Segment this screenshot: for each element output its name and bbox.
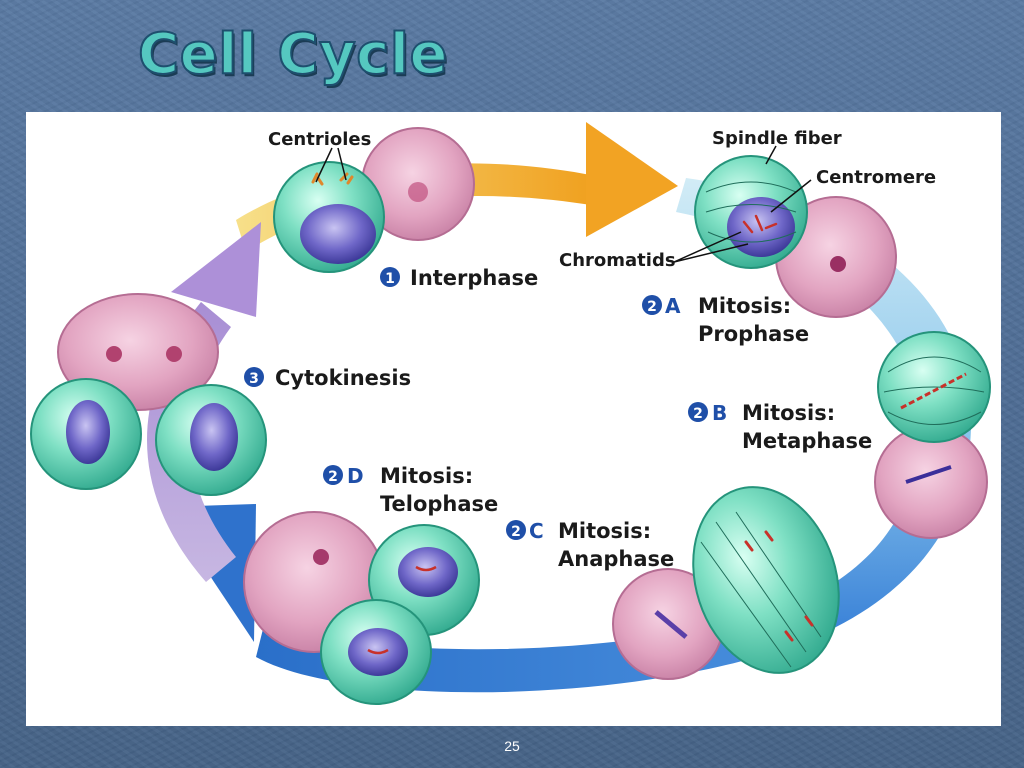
- anaphase-illustration: [612, 486, 840, 680]
- svg-text:2: 2: [328, 469, 338, 485]
- centrioles-leader: [315, 147, 347, 183]
- chromatids-leader: [673, 231, 749, 263]
- phase-badge-3: [244, 367, 264, 387]
- phase-badge-2c: [506, 520, 526, 540]
- phase-label-interphase: 1 Interphase: [380, 266, 538, 290]
- slide-title: Cell Cycle: [137, 21, 448, 88]
- svg-text:Prophase: Prophase: [698, 322, 809, 346]
- svg-text:Mitosis:: Mitosis:: [558, 519, 651, 543]
- phase-badge-2a: [642, 295, 662, 315]
- metaphase-plate-photo: [905, 465, 952, 484]
- svg-text:B: B: [712, 401, 727, 425]
- arrow-head-top: [586, 122, 678, 237]
- phase-label-telophase: 2 D Mitosis: Telophase: [323, 464, 498, 516]
- diagram-panel: Centrioles Spindle fiber Centromere Chro…: [26, 112, 1001, 726]
- phase-badge-1: [380, 267, 400, 287]
- svg-text:Mitosis:: Mitosis:: [698, 294, 791, 318]
- prophase-illustration: [694, 155, 897, 318]
- phase-badge-2d: [323, 465, 343, 485]
- svg-text:2: 2: [693, 406, 703, 422]
- phase-label-cytokinesis: 3 Cytokinesis: [244, 366, 411, 390]
- metaphase-chromosomes: [900, 372, 967, 410]
- svg-text:Interphase: Interphase: [410, 266, 538, 290]
- metaphase-spindle-fibers: [883, 356, 985, 425]
- svg-text:Telophase: Telophase: [380, 492, 498, 516]
- svg-text:3: 3: [249, 371, 259, 387]
- prophase-chromatids: [742, 214, 778, 234]
- svg-text:Mitosis:: Mitosis:: [380, 464, 473, 488]
- label-leader-lines: [315, 145, 812, 263]
- anaphase-chromatids: [744, 530, 814, 642]
- anaphase-chromosomes-photo: [654, 610, 688, 639]
- phase-label-anaphase: 2 C Mitosis: Anaphase: [506, 519, 674, 571]
- svg-text:Anaphase: Anaphase: [558, 547, 674, 571]
- telophase-nucleus-upper: [398, 547, 458, 597]
- telophase-illustration: [243, 511, 480, 705]
- phase-badge-2b: [688, 402, 708, 422]
- arrow-head-left: [171, 222, 261, 317]
- centrioles-marks: [311, 172, 354, 186]
- cytokinesis-nucleus-right: [190, 403, 238, 471]
- interphase-illustration: [273, 127, 475, 273]
- phase-label-prophase: 2 A Mitosis: Prophase: [642, 294, 809, 346]
- telophase-chromosomes: [367, 565, 437, 655]
- svg-text:2: 2: [647, 299, 657, 315]
- label-spindle-fiber: Spindle fiber: [712, 128, 842, 149]
- cytokinesis-nucleus-left: [66, 400, 110, 464]
- svg-text:1: 1: [385, 271, 395, 287]
- label-chromatids: Chromatids: [559, 250, 676, 271]
- page-number: 25: [504, 738, 520, 754]
- svg-text:D: D: [347, 464, 364, 488]
- spindle-fiber-leader: [765, 145, 777, 165]
- prophase-spindle-fibers: [705, 181, 797, 243]
- label-centromere: Centromere: [816, 167, 936, 188]
- svg-text:C: C: [529, 519, 544, 543]
- svg-text:Mitosis:: Mitosis:: [742, 401, 835, 425]
- cytokinesis-illustration: [30, 293, 267, 496]
- centromere-leader: [770, 179, 812, 213]
- metaphase-illustration: [874, 331, 991, 539]
- label-centrioles: Centrioles: [268, 129, 371, 150]
- anaphase-cell: [692, 486, 840, 674]
- phase-label-metaphase: 2 B Mitosis: Metaphase: [688, 401, 872, 453]
- cell-cycle-diagram: Centrioles Spindle fiber Centromere Chro…: [30, 122, 991, 705]
- svg-text:A: A: [665, 294, 681, 318]
- interphase-nucleus: [300, 204, 376, 264]
- svg-text:Cytokinesis: Cytokinesis: [275, 366, 411, 390]
- svg-text:2: 2: [511, 524, 521, 540]
- svg-text:Metaphase: Metaphase: [742, 429, 872, 453]
